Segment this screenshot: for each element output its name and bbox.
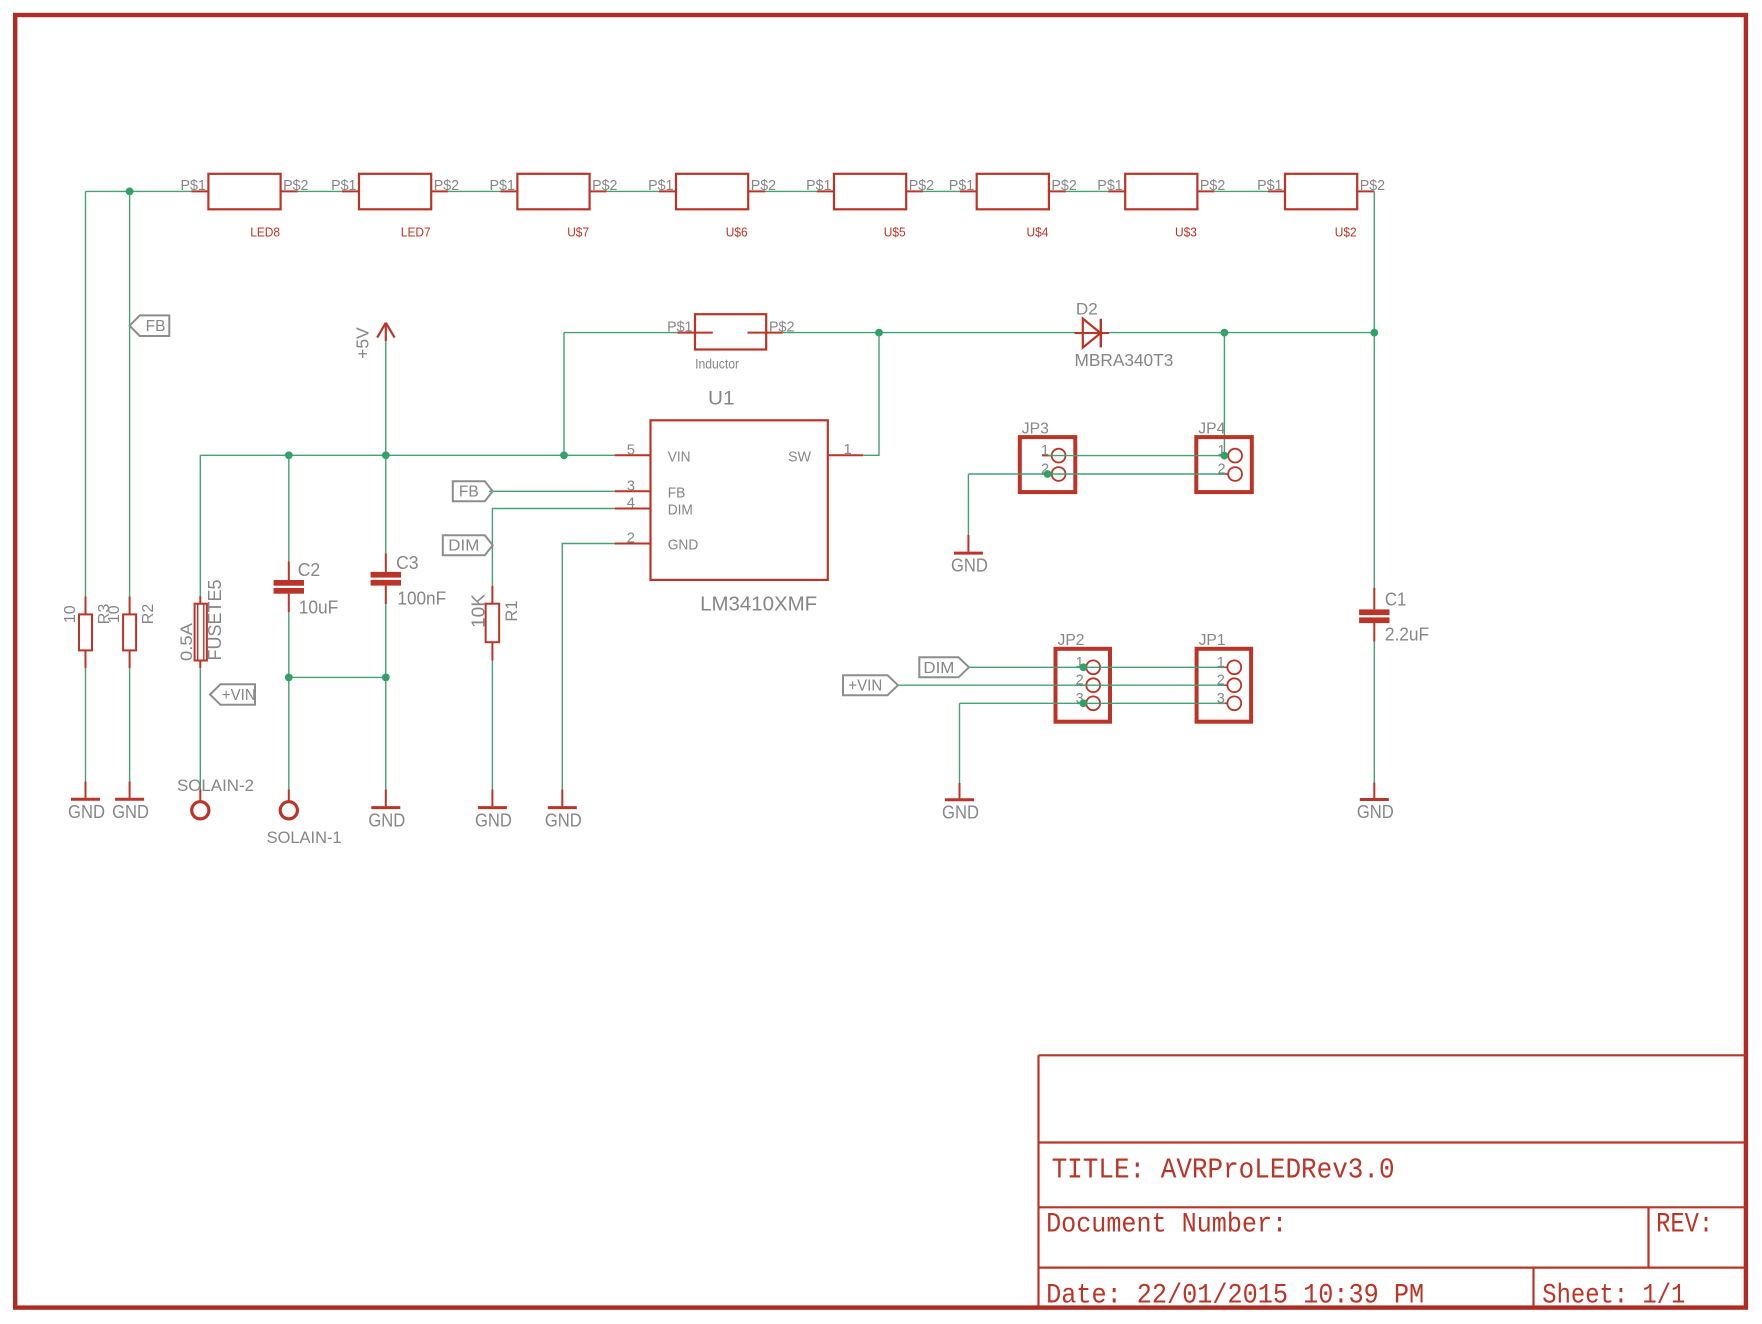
svg-text:FB: FB <box>146 318 166 335</box>
svg-text:LM3410XMF: LM3410XMF <box>700 594 817 616</box>
svg-text:5: 5 <box>627 443 635 459</box>
svg-text:DIM: DIM <box>923 660 954 677</box>
svg-text:P$2: P$2 <box>1200 178 1225 194</box>
svg-text:GND: GND <box>668 538 699 554</box>
svg-text:GND: GND <box>368 809 405 830</box>
svg-text:R3: R3 <box>96 604 113 625</box>
svg-text:Inductor: Inductor <box>695 356 739 371</box>
svg-text:P$2: P$2 <box>751 178 776 194</box>
svg-text:1: 1 <box>1217 655 1225 671</box>
svg-text:P$1: P$1 <box>1257 178 1282 194</box>
svg-text:P$2: P$2 <box>769 319 794 335</box>
svg-text:MBRA340T3: MBRA340T3 <box>1075 350 1174 370</box>
svg-text:1: 1 <box>1218 443 1226 459</box>
svg-text:3: 3 <box>627 479 635 495</box>
svg-text:Date: 22/01/2015 10:39 PM: Date: 22/01/2015 10:39 PM <box>1046 1281 1424 1312</box>
svg-text:100nF: 100nF <box>397 588 446 609</box>
svg-text:P$1: P$1 <box>648 178 673 194</box>
svg-text:GND: GND <box>951 554 988 575</box>
svg-text:FB: FB <box>668 486 686 502</box>
svg-text:U$5: U$5 <box>884 224 906 239</box>
svg-text:DIM: DIM <box>668 503 693 519</box>
svg-text:GND: GND <box>68 801 105 822</box>
svg-text:+VIN: +VIN <box>222 687 256 704</box>
svg-text:LED7: LED7 <box>401 224 431 239</box>
svg-text:GND: GND <box>112 801 149 822</box>
svg-text:Sheet: 1/1: Sheet: 1/1 <box>1542 1281 1685 1312</box>
svg-text:1: 1 <box>1041 443 1049 459</box>
svg-text:R2: R2 <box>140 604 157 625</box>
svg-text:P$1: P$1 <box>806 178 831 194</box>
svg-text:3: 3 <box>1217 691 1225 707</box>
svg-text:1: 1 <box>844 442 852 458</box>
svg-text:P$2: P$2 <box>1051 178 1076 194</box>
svg-text:U$2: U$2 <box>1335 224 1357 239</box>
svg-text:VIN: VIN <box>668 450 691 466</box>
svg-text:P$1: P$1 <box>667 319 692 335</box>
svg-text:JP2: JP2 <box>1058 632 1085 649</box>
svg-text:U$4: U$4 <box>1027 224 1049 239</box>
svg-text:P$1: P$1 <box>331 178 356 194</box>
svg-text:GND: GND <box>475 809 512 830</box>
svg-text:10: 10 <box>62 605 79 623</box>
svg-text:JP3: JP3 <box>1022 420 1049 437</box>
svg-text:Document Number:: Document Number: <box>1046 1210 1287 1241</box>
svg-text:4: 4 <box>627 496 635 512</box>
svg-text:2: 2 <box>627 531 635 547</box>
svg-text:JP4: JP4 <box>1198 420 1225 437</box>
svg-text:GND: GND <box>942 801 979 822</box>
svg-text:U1: U1 <box>708 389 735 410</box>
svg-text:P$1: P$1 <box>490 178 515 194</box>
svg-text:SOLAIN-2: SOLAIN-2 <box>177 776 254 795</box>
svg-text:C1: C1 <box>1385 588 1407 609</box>
svg-text:SW: SW <box>788 450 811 466</box>
svg-text:FB: FB <box>459 484 479 501</box>
svg-text:P$1: P$1 <box>1097 178 1122 194</box>
svg-text:JP1: JP1 <box>1199 632 1226 649</box>
svg-text:SOLAIN-1: SOLAIN-1 <box>267 828 342 847</box>
svg-text:FUSETE5: FUSETE5 <box>205 580 225 661</box>
svg-text:10K: 10K <box>468 594 488 628</box>
svg-text:REV:: REV: <box>1656 1210 1713 1241</box>
svg-text:2: 2 <box>1217 673 1225 689</box>
svg-text:LED8: LED8 <box>250 224 280 239</box>
svg-text:10uF: 10uF <box>299 596 339 617</box>
svg-text:1: 1 <box>1076 655 1084 671</box>
svg-text:C3: C3 <box>396 552 419 573</box>
svg-text:P$2: P$2 <box>434 178 459 194</box>
svg-text:10: 10 <box>106 605 123 623</box>
svg-text:0.5A: 0.5A <box>177 622 196 661</box>
svg-text:P$1: P$1 <box>181 178 206 194</box>
svg-text:R1: R1 <box>503 601 521 622</box>
svg-text:U$6: U$6 <box>726 224 748 239</box>
svg-text:2: 2 <box>1041 462 1049 478</box>
svg-text:P$1: P$1 <box>949 178 974 194</box>
svg-text:C2: C2 <box>298 559 321 580</box>
svg-text:+VIN: +VIN <box>848 678 882 695</box>
svg-text:3: 3 <box>1076 691 1084 707</box>
svg-text:2: 2 <box>1076 673 1084 689</box>
svg-text:U$7: U$7 <box>567 224 589 239</box>
svg-text:GND: GND <box>545 809 582 830</box>
svg-text:P$2: P$2 <box>592 178 617 194</box>
svg-text:U$3: U$3 <box>1175 224 1197 239</box>
svg-text:TITLE: AVRProLEDRev3.0: TITLE: AVRProLEDRev3.0 <box>1052 1154 1395 1187</box>
svg-text:+5V: +5V <box>352 327 372 359</box>
svg-text:P$2: P$2 <box>909 178 934 194</box>
svg-text:GND: GND <box>1357 801 1394 822</box>
svg-text:D2: D2 <box>1076 300 1098 319</box>
svg-text:DIM: DIM <box>448 538 479 555</box>
svg-text:P$2: P$2 <box>1360 178 1385 194</box>
svg-text:2: 2 <box>1218 462 1226 478</box>
svg-text:2.2uF: 2.2uF <box>1385 623 1429 644</box>
svg-text:P$2: P$2 <box>283 178 308 194</box>
